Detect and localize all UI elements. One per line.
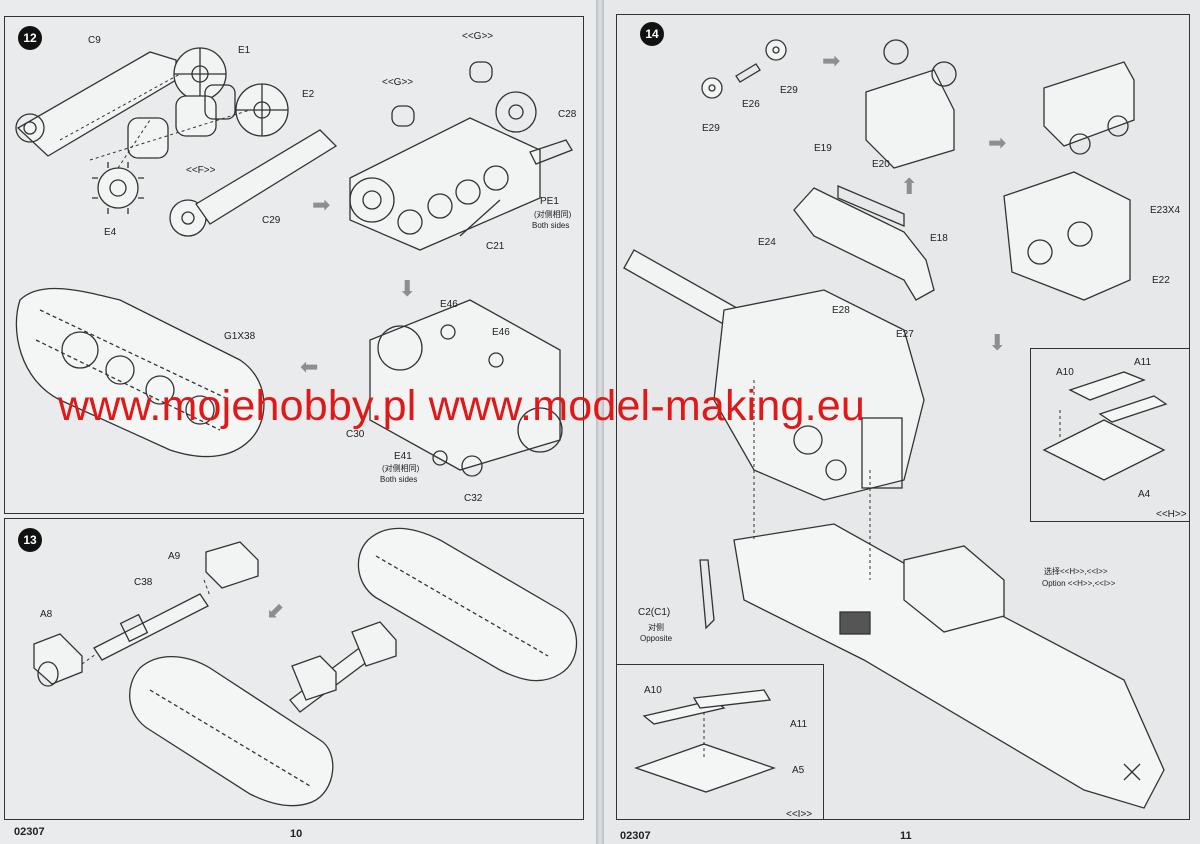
label-both-sides-1: Both sides xyxy=(532,221,570,230)
label-f: <<F>> xyxy=(186,165,216,176)
label-e2: E2 xyxy=(302,89,315,100)
step-12-frame xyxy=(4,16,584,514)
label-e18: E18 xyxy=(930,233,948,244)
label-opposite-cn: 对侧 xyxy=(648,623,664,632)
label-e46-b: E46 xyxy=(492,327,510,338)
label-c2-c1: C2(C1) xyxy=(638,607,671,618)
label-both-sides-cn-2: (对侧相同) xyxy=(382,464,420,473)
label-g-mid: <<G>> xyxy=(382,77,414,88)
right-page: 14 xyxy=(604,0,1200,844)
label-e23x4: E23X4 xyxy=(1150,205,1181,216)
watermark-text: www.mojehobby.pl www.model-making.eu xyxy=(58,382,866,430)
label-e20: E20 xyxy=(872,159,890,170)
label-c21: C21 xyxy=(486,241,505,252)
step-14-drawing xyxy=(623,39,1168,809)
label-option: Option <<H>>,<<I>> xyxy=(1042,579,1116,588)
option-i-inset xyxy=(616,664,824,820)
label-e1: E1 xyxy=(238,45,251,56)
label-c29: C29 xyxy=(262,215,281,226)
label-both-sides-2: Both sides xyxy=(380,475,418,484)
label-e19: E19 xyxy=(814,143,832,154)
label-e46-a: E46 xyxy=(440,299,458,310)
label-e4: E4 xyxy=(104,227,117,238)
label-e29-a: E29 xyxy=(702,123,720,134)
label-a10-i: A10 xyxy=(644,685,662,696)
label-a9: A9 xyxy=(168,551,181,562)
label-a11-h: A11 xyxy=(1134,357,1152,368)
label-h: <<H>> xyxy=(1156,509,1187,520)
step-13-frame xyxy=(4,518,584,820)
label-e29-b: E29 xyxy=(780,85,798,96)
label-a8: A8 xyxy=(40,609,53,620)
label-g-top: <<G>> xyxy=(462,31,494,42)
label-a11-i: A11 xyxy=(790,719,808,730)
step-13-arrow: ⬋ xyxy=(266,598,285,623)
step-14-arrow-1: ➡ xyxy=(822,48,841,73)
label-option-cn: 选择<<H>>,<<I>> xyxy=(1044,567,1108,576)
step-12-arrow-right: ➡ xyxy=(312,192,331,217)
step-14-arrow-2: ➡ xyxy=(988,130,1007,155)
label-c32: C32 xyxy=(464,493,483,504)
right-page-code: 02307 xyxy=(620,830,651,842)
label-opposite: Opposite xyxy=(640,634,673,643)
step-14-badge: 14 xyxy=(640,22,664,46)
label-c38: C38 xyxy=(134,577,153,588)
label-a10-h: A10 xyxy=(1056,367,1074,378)
label-i: <<I>> xyxy=(786,809,813,820)
step-12-arrow-down: ⬇ xyxy=(398,276,417,301)
label-c28: C28 xyxy=(558,109,577,120)
label-g1x38: G1X38 xyxy=(224,331,256,342)
left-page: 12 xyxy=(0,0,596,844)
label-a4: A4 xyxy=(1138,489,1151,500)
option-h-inset xyxy=(1030,348,1190,522)
step-12-badge: 12 xyxy=(18,26,42,50)
step-14-arrow-up: ⬆ xyxy=(900,174,919,199)
label-e24: E24 xyxy=(758,237,776,248)
step-12-arrow-left: ⬅ xyxy=(300,354,319,379)
step-13-drawing xyxy=(33,527,578,807)
label-c9: C9 xyxy=(88,35,101,46)
label-both-sides-cn-1: (对侧相同) xyxy=(534,210,572,219)
right-page-number: 11 xyxy=(900,830,912,842)
step-12-drawing xyxy=(15,47,573,477)
book-gutter xyxy=(596,0,604,844)
label-c30: C30 xyxy=(346,429,365,440)
step-14-arrow-down: ⬇ xyxy=(988,330,1007,355)
label-e26: E26 xyxy=(742,99,760,110)
left-page-code: 02307 xyxy=(14,826,45,838)
label-e28: E28 xyxy=(832,305,850,316)
label-e27: E27 xyxy=(896,329,914,340)
step-13-badge: 13 xyxy=(18,528,42,552)
label-pe1: PE1 xyxy=(540,196,559,207)
label-a5: A5 xyxy=(792,765,805,776)
label-e22: E22 xyxy=(1152,275,1170,286)
label-e41: E41 xyxy=(394,451,412,462)
left-page-number: 10 xyxy=(290,828,303,840)
